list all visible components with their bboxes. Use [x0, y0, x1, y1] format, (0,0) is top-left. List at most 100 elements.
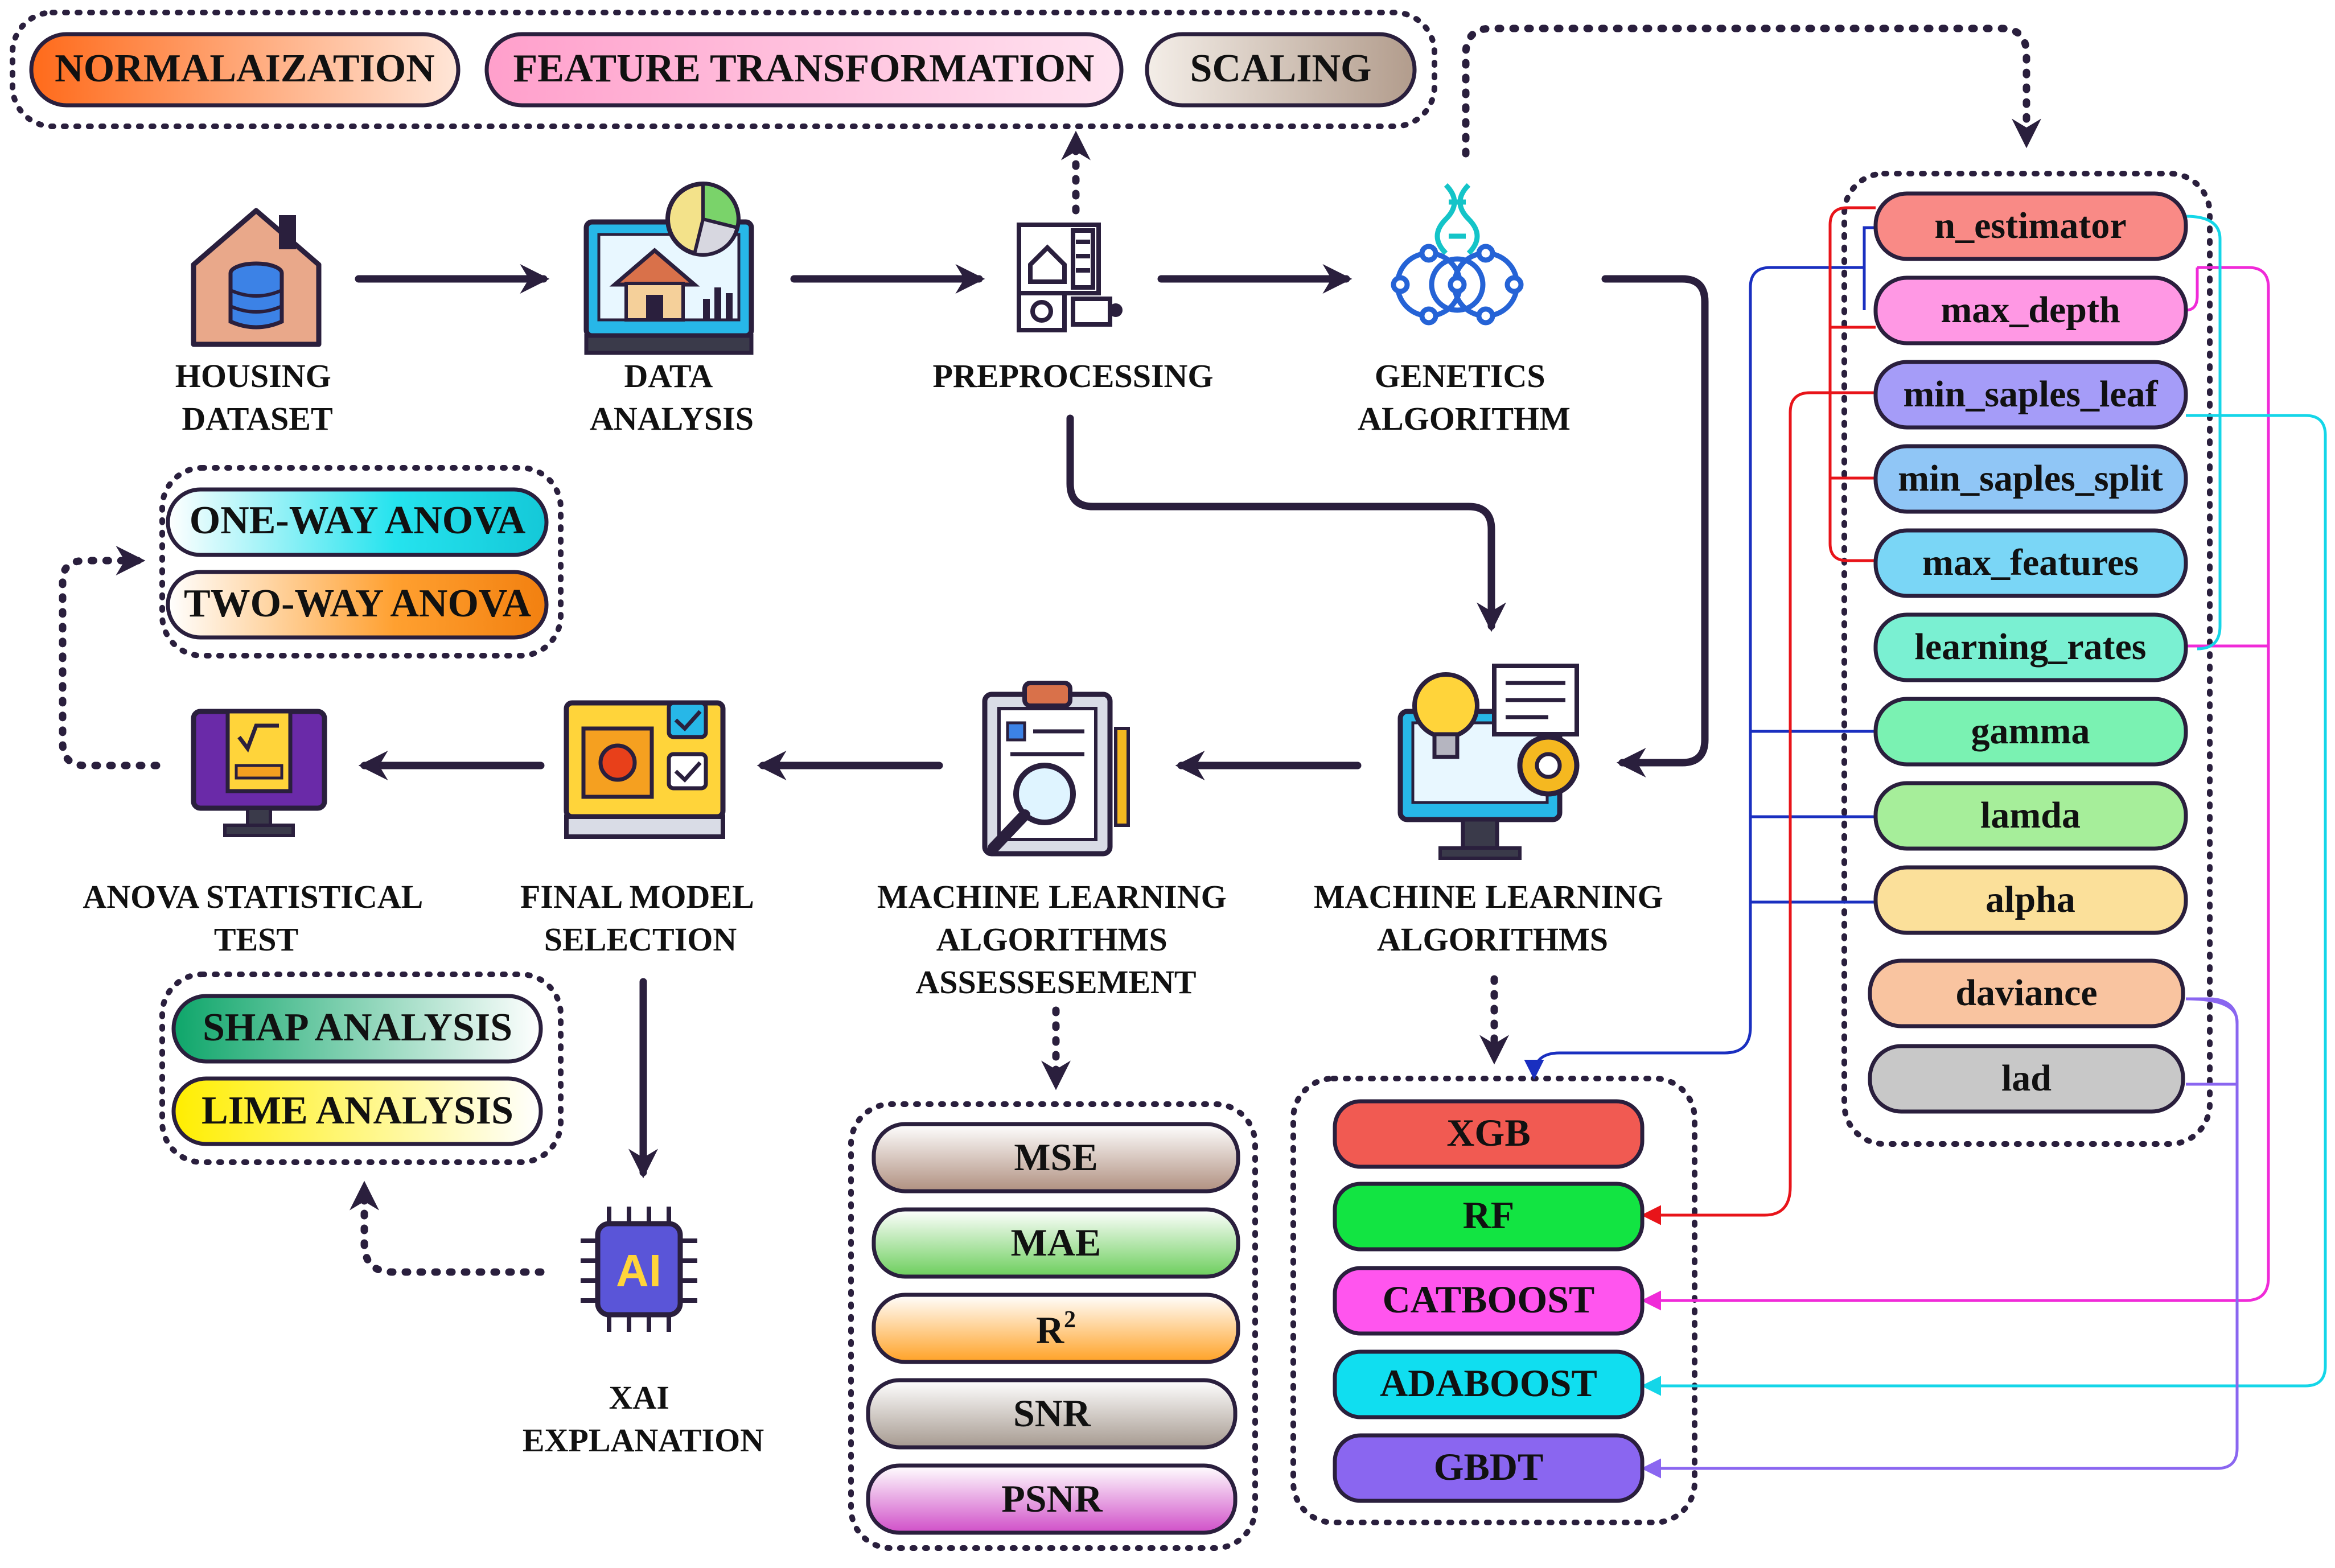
hp-alpha-label: alpha	[1985, 879, 2075, 920]
r2-label: R2	[1036, 1307, 1076, 1352]
estimator-to-rf	[1828, 206, 1876, 562]
shap-analysis-pill	[171, 994, 543, 1064]
adaboost-pill	[1333, 1349, 1645, 1419]
anova-test-label: ANOVA STATISTICAL TEST	[83, 878, 429, 958]
one-way-anova-pill	[166, 487, 549, 557]
adaboost-label: ADABOOST	[1380, 1361, 1597, 1405]
lime-analysis-pill	[171, 1076, 543, 1146]
ml-assessment-label: MACHINE LEARNING ALGORITHMS ASSESSESEMEN…	[877, 878, 1235, 1001]
ml-algorithms-label: MACHINE LEARNING ALGORITHMS	[1314, 878, 1671, 958]
hp-max-depth-pill	[1873, 275, 2188, 345]
metrics-group	[848, 1101, 1258, 1551]
hp-daviance-label: daviance	[1955, 972, 2097, 1014]
hp-gamma-label: gamma	[1971, 710, 2090, 752]
r2-pill	[871, 1293, 1240, 1364]
arrow-preprocessing-to-ml	[1066, 414, 1506, 632]
anova-group	[159, 465, 564, 659]
hp-lamda-pill	[1873, 781, 2188, 851]
hp-gamma-pill	[1873, 697, 2188, 767]
metrics: MSE MAE R2 SNR PSNR	[866, 1122, 1240, 1535]
leaf-to-adaboost	[1641, 414, 2327, 1396]
one-way-anova-label: ONE-WAY ANOVA	[190, 499, 526, 542]
mae-pill	[871, 1207, 1240, 1279]
gbdt-label: GBDT	[1434, 1445, 1544, 1488]
housing-database-icon	[191, 208, 322, 347]
xai-explanation-label: XAI EXPLANATION	[523, 1379, 764, 1459]
hp-min-samples-leaf-label: min_saples_leaf	[1903, 373, 2158, 415]
hp-lamda-label: lamda	[1980, 795, 2081, 836]
hp-max-features-label: max_features	[1922, 542, 2139, 583]
normalization-label: NORMALAIZATION	[55, 47, 435, 90]
final-model-selection-icon	[564, 700, 726, 839]
gbdt-pill	[1333, 1433, 1645, 1503]
feature-transformation-label: FEATURE TRANSFORMATION	[513, 47, 1095, 90]
xgb-pill	[1333, 1099, 1645, 1169]
xgb-label: XGB	[1446, 1111, 1530, 1154]
dotted-arrows	[59, 24, 2041, 1276]
hyperparameter-links	[1524, 206, 2327, 1479]
housing-dataset-label: HOUSING DATASET	[175, 357, 339, 437]
hp-min-samples-split-label: min_saples_split	[1898, 458, 2163, 499]
anova-tests: ONE-WAY ANOVA TWO-WAY ANOVA	[166, 487, 549, 640]
mae-label: MAE	[1011, 1221, 1101, 1264]
two-way-anova-pill	[166, 570, 549, 640]
flow-arrows	[355, 264, 1709, 1179]
data-analysis-label: DATA ANALYSIS	[590, 357, 754, 437]
hyperparameters: n_estimator max_depth min_saples_leaf mi…	[1868, 191, 2188, 1114]
preprocessing-options: NORMALAIZATION FEATURE TRANSFORMATION SC…	[29, 32, 1417, 108]
snr-pill	[866, 1378, 1238, 1450]
rf-label: RF	[1463, 1194, 1515, 1237]
hp-learning-rates-label: learning_rates	[1915, 626, 2147, 668]
hp-max-depth-label: max_depth	[1941, 289, 2120, 331]
arrow-genetics-to-hyperparameters	[1462, 24, 2041, 158]
final-model-label: FINAL MODEL SELECTION	[520, 878, 760, 958]
shap-analysis-label: SHAP ANALYSIS	[203, 1006, 512, 1050]
psnr-label: PSNR	[1001, 1477, 1103, 1520]
xai-methods: SHAP ANALYSIS LIME ANALYSIS	[171, 994, 543, 1146]
scaling-pill	[1145, 32, 1417, 108]
two-way-anova-label: TWO-WAY ANOVA	[184, 582, 531, 625]
catboost-link	[1641, 266, 2270, 1311]
mse-pill	[871, 1122, 1240, 1194]
rf-pill	[1333, 1182, 1645, 1252]
preprocessing-tools-icon	[1017, 223, 1123, 332]
arrow-anova-to-tests	[59, 546, 161, 769]
lime-analysis-label: LIME ANALYSIS	[202, 1089, 513, 1133]
dna-network-icon	[1391, 183, 1524, 326]
hp-lad-label: lad	[2001, 1057, 2052, 1099]
hp-daviance-pill	[1868, 958, 2185, 1028]
arrow-xai-to-methods	[350, 1180, 545, 1276]
catboost-label: CATBOOST	[1383, 1278, 1595, 1321]
adaboost-link	[2185, 215, 2222, 651]
depth-to-catboost	[2185, 267, 2199, 312]
hp-n-estimator-pill	[1873, 191, 2188, 261]
psnr-pill	[866, 1463, 1238, 1535]
mse-label: MSE	[1014, 1135, 1097, 1179]
snr-label: SNR	[1013, 1392, 1091, 1435]
feature-transformation-pill	[484, 32, 1124, 108]
preprocessing-label: PREPROCESSING	[932, 357, 1213, 394]
hp-min-samples-leaf-pill	[1873, 360, 2188, 430]
hyperparameters-group	[1841, 171, 2213, 1147]
ml-lightbulb-gear-icon	[1397, 664, 1580, 860]
hp-alpha-pill	[1873, 865, 2188, 935]
catboost-pill	[1333, 1266, 1645, 1336]
scaling-label: SCALING	[1190, 47, 1372, 90]
normalization-pill	[29, 32, 461, 108]
models: XGB RF CATBOOST ADABOOST GBDT	[1333, 1099, 1645, 1503]
genetics-algorithm-label: GENETICS ALGORITHM	[1358, 357, 1571, 437]
arrow-genetics-to-ml	[1601, 275, 1709, 777]
rf-link	[1641, 391, 1876, 1225]
ai-chip-label: AI	[616, 1245, 661, 1296]
hp-max-features-pill	[1873, 528, 2188, 598]
ai-chip-icon: AI	[581, 1207, 697, 1332]
hp-learning-rates-pill	[1873, 612, 2188, 682]
clipboard-search-icon	[982, 681, 1130, 857]
data-analysis-monitor-icon	[583, 182, 754, 355]
anova-monitor-icon	[191, 709, 327, 837]
step-labels: HOUSING DATASET DATA ANALYSIS PREPROCESS…	[83, 357, 1671, 1459]
lad-to-gbdt	[2186, 997, 2239, 1025]
xai-group	[159, 972, 564, 1165]
hp-n-estimator-label: n_estimator	[1934, 205, 2126, 246]
